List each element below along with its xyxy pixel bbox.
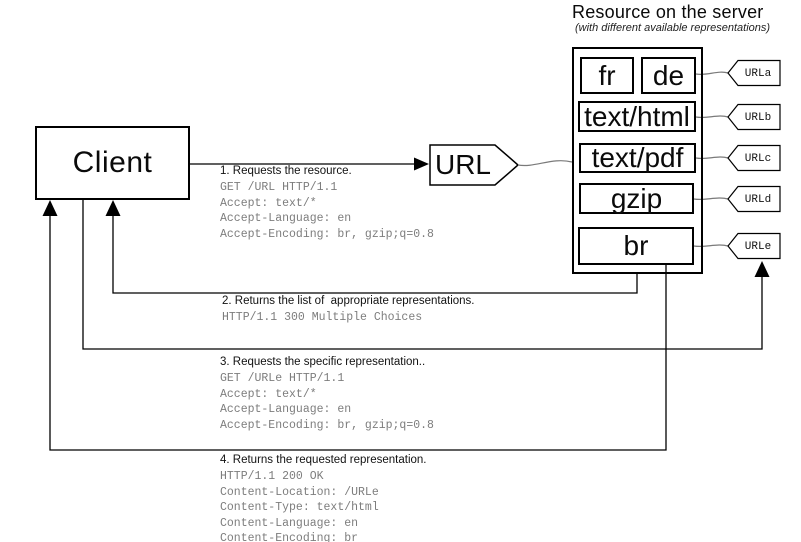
url-node-shape bbox=[429, 144, 520, 186]
url-node: URL bbox=[430, 145, 496, 185]
message-3-request-specific: 3. Requests the specific representation.… bbox=[220, 355, 434, 433]
url-tag-e-label: URLe bbox=[744, 240, 772, 253]
representation-box-de: de bbox=[641, 57, 696, 94]
arrow-2-response-line bbox=[112, 216, 638, 294]
message-4-line: Content-Location: /URLe bbox=[220, 485, 379, 499]
arrow-3-arrowhead-icon bbox=[754, 261, 770, 277]
message-2-title: 2. Returns the list of appropriate repre… bbox=[222, 295, 475, 307]
arrow-4-arrowhead-icon bbox=[42, 200, 58, 216]
representation-box-fr: fr bbox=[580, 57, 634, 94]
message-2-returns-list: 2. Returns the list of appropriate repre… bbox=[222, 294, 475, 326]
representation-label: gzip bbox=[610, 182, 663, 214]
connector-de-to-urla bbox=[695, 71, 729, 76]
arrow-1-arrowhead-icon bbox=[414, 157, 429, 171]
representation-box-br: br bbox=[578, 227, 694, 265]
url-tag-c-label: URLc bbox=[744, 152, 772, 165]
connector-url-to-server bbox=[517, 160, 573, 167]
url-node-label: URL bbox=[434, 149, 491, 180]
arrow-4-response-line bbox=[49, 216, 667, 451]
message-3-line: Accept-Encoding: br, gzip;q=0.8 bbox=[220, 418, 434, 432]
message-1-line: Accept-Encoding: br, gzip;q=0.8 bbox=[220, 227, 434, 241]
message-4-line: Content-Type: text/html bbox=[220, 501, 379, 514]
message-1-line: Accept: text/* bbox=[220, 196, 317, 210]
url-tag-c-shape bbox=[727, 144, 781, 172]
client-label: Client bbox=[72, 146, 153, 179]
message-4-line: Content-Language: en bbox=[220, 516, 359, 530]
arrow-2-arrowhead-icon bbox=[105, 200, 121, 216]
connector-pdf-to-urlc bbox=[695, 156, 729, 160]
server-box bbox=[572, 47, 703, 274]
message-3-title: 3. Requests the specific representation.… bbox=[220, 356, 426, 368]
message-2-line: HTTP/1.1 300 Multiple Choices bbox=[222, 311, 423, 324]
message-3-line: Accept: text/* bbox=[220, 387, 317, 401]
client-box: Client bbox=[35, 126, 190, 200]
representation-label: text/pdf bbox=[591, 142, 684, 173]
url-tag-d-shape bbox=[727, 185, 781, 213]
message-4-line: Content-Encoding: br bbox=[220, 532, 359, 542]
message-4-returns-representation: 4. Returns the requested representation.… bbox=[220, 453, 427, 542]
url-tag-e-shape bbox=[727, 232, 781, 260]
message-4-title: 4. Returns the requested representation. bbox=[220, 454, 427, 466]
message-1-request-resource: 1. Requests the resource. GET /URL HTTP/… bbox=[220, 164, 434, 242]
message-3-line: Accept-Language: en bbox=[220, 403, 352, 416]
representation-box-text-pdf: text/pdf bbox=[579, 142, 696, 173]
server-subtitle: (with different available representation… bbox=[575, 22, 771, 34]
arrow-3-request-line bbox=[82, 200, 763, 350]
message-1-title: 1. Requests the resource. bbox=[220, 165, 352, 177]
url-tag-a-label: URLa bbox=[744, 67, 772, 80]
message-1-line: Accept-Language: en bbox=[220, 212, 352, 225]
representation-label: br bbox=[623, 230, 649, 261]
connector-html-to-urlb bbox=[695, 115, 729, 119]
message-3-line: GET /URLe HTTP/1.1 bbox=[220, 372, 345, 385]
representation-label: de bbox=[652, 59, 685, 91]
representation-box-text-html: text/html bbox=[578, 101, 696, 132]
server-title: Resource on the server bbox=[572, 2, 764, 22]
url-tag-a-shape bbox=[727, 59, 781, 87]
message-1-line: GET /URL HTTP/1.1 bbox=[220, 181, 338, 194]
url-tag-d-label: URLd bbox=[744, 193, 772, 206]
url-tag-b-label: URLb bbox=[744, 111, 772, 124]
url-tag-b-shape bbox=[727, 103, 781, 131]
message-4-line: HTTP/1.1 200 OK bbox=[220, 470, 324, 483]
connector-gzip-to-urld bbox=[693, 197, 729, 201]
representation-box-gzip: gzip bbox=[579, 183, 694, 214]
representation-label: fr bbox=[598, 59, 616, 91]
representation-label: text/html bbox=[584, 100, 690, 132]
connector-br-to-urle bbox=[693, 244, 729, 248]
